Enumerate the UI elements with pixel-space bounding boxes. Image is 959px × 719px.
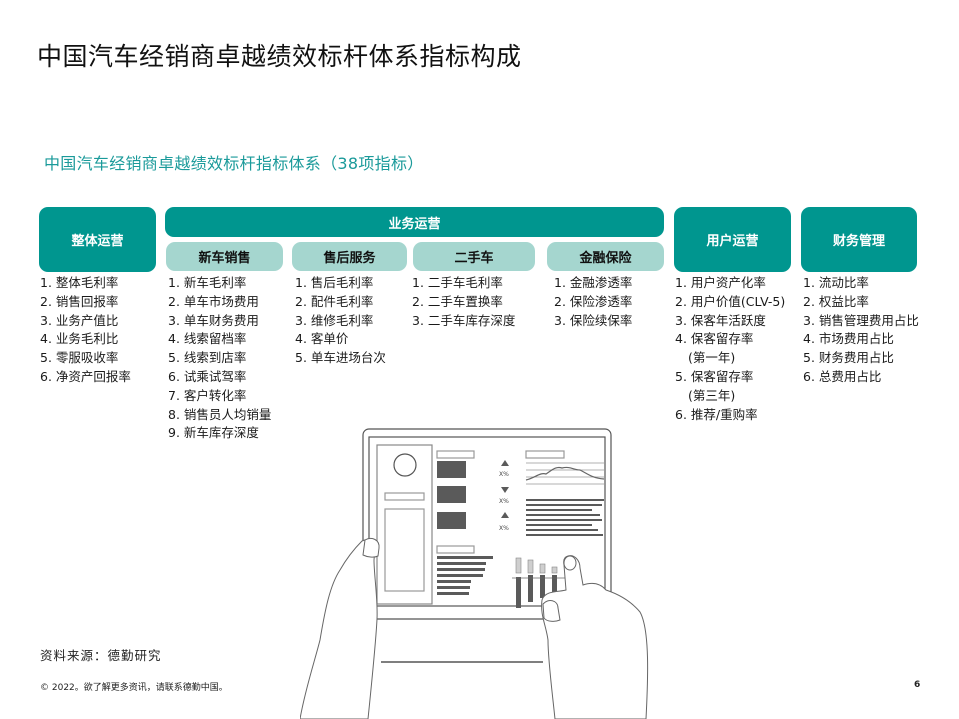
list-item: 7. 客户转化率 xyxy=(168,387,247,403)
category-business-operations: 业务运营 xyxy=(165,207,664,237)
list-item: 1. 用户资产化率 xyxy=(675,275,766,290)
list-item: 5. 财务费用占比 xyxy=(803,350,894,366)
after-sales-list: 1. 售后毛利率 2. 配件毛利率 3. 维修毛利率 4. 客单价 5. 单车进… xyxy=(295,274,386,368)
list-item: 4. 市场费用占比 xyxy=(803,331,894,347)
list-item: 2. 用户价值(CLV-5) xyxy=(675,293,786,309)
list-item: 6. 推荐/重购率 xyxy=(675,406,758,422)
list-item: 4. 保客留存率 xyxy=(675,331,754,347)
list-item: 4. 客单价 xyxy=(295,331,349,347)
new-car-sales-list: 1. 新车毛利率 2. 单车市场费用 3. 单车财务费用 4. 线索留档率 5.… xyxy=(168,274,271,443)
list-item: 3. 单车财务费用 xyxy=(168,312,259,328)
kpi-label: X% xyxy=(499,471,509,478)
list-item: 3. 二手车库存深度 xyxy=(412,312,516,328)
subcategory-finance-insurance: 金融保险 xyxy=(547,242,664,271)
kpi-label: X% xyxy=(499,525,509,532)
finance-insurance-list: 1. 金融渗透率 2. 保险渗透率 3. 保险续保率 xyxy=(554,274,632,330)
list-item: 1. 二手车毛利率 xyxy=(412,275,503,290)
page-title: 中国汽车经销商卓越绩效标杆体系指标构成 xyxy=(37,42,522,71)
list-item: 2. 单车市场费用 xyxy=(168,293,259,309)
used-car-list: 1. 二手车毛利率 2. 二手车置换率 3. 二手车库存深度 xyxy=(412,274,515,330)
list-item: 2. 权益比率 xyxy=(803,293,869,309)
subcategory-used-car: 二手车 xyxy=(413,242,535,271)
page-number: 6 xyxy=(914,680,921,690)
list-item: 5. 单车进场台次 xyxy=(295,350,386,366)
list-item: 4. 线索留档率 xyxy=(168,331,247,347)
list-item: 1. 新车毛利率 xyxy=(168,275,247,290)
list-item: 1. 售后毛利率 xyxy=(295,275,374,290)
list-item: 4. 业务毛利比 xyxy=(40,331,119,347)
tablet-dashboard-illustration: X% X% X% xyxy=(300,428,649,719)
section-subtitle: 中国汽车经销商卓越绩效标杆指标体系（38项指标） xyxy=(44,154,424,173)
financial-management-list: 1. 流动比率 2. 权益比率 3. 销售管理费用占比 4. 市场费用占比 5.… xyxy=(803,274,919,387)
category-overall-operations: 整体运营 xyxy=(39,207,156,272)
category-financial-management: 财务管理 xyxy=(801,207,917,272)
list-item: 6. 净资产回报率 xyxy=(40,368,131,384)
list-item: 8. 销售员人均销量 xyxy=(168,406,272,422)
user-operations-list: 1. 用户资产化率 2. 用户价值(CLV-5) 3. 保客年活跃度 4. 保客… xyxy=(675,274,785,424)
list-item: 1. 整体毛利率 xyxy=(40,275,119,290)
list-item: 2. 销售回报率 xyxy=(40,293,119,309)
list-item: 3. 业务产值比 xyxy=(40,312,119,328)
subcategory-after-sales-service: 售后服务 xyxy=(292,242,407,271)
list-item-continuation: (第三年) xyxy=(688,387,736,403)
category-user-operations: 用户运营 xyxy=(674,207,791,272)
copyright-note: © 2022。欲了解更多资讯，请联系德勤中国。 xyxy=(40,683,228,693)
list-item: 2. 保险渗透率 xyxy=(554,293,633,309)
list-item: 3. 维修毛利率 xyxy=(295,312,374,328)
list-item-continuation: (第一年) xyxy=(688,350,736,366)
list-item: 5. 保客留存率 xyxy=(675,368,754,384)
list-item: 1. 金融渗透率 xyxy=(554,275,633,290)
list-item: 5. 线索到店率 xyxy=(168,350,247,366)
list-item: 2. 配件毛利率 xyxy=(295,293,374,309)
list-item: 3. 销售管理费用占比 xyxy=(803,312,919,328)
list-item: 1. 流动比率 xyxy=(803,275,869,290)
list-item: 3. 保险续保率 xyxy=(554,312,633,328)
list-item: 3. 保客年活跃度 xyxy=(675,312,766,328)
kpi-label: X% xyxy=(499,498,509,505)
list-item: 6. 总费用占比 xyxy=(803,368,882,384)
list-item: 9. 新车库存深度 xyxy=(168,425,259,441)
subcategory-new-car-sales: 新车销售 xyxy=(166,242,283,271)
list-item: 2. 二手车置换率 xyxy=(412,293,503,309)
overall-operations-list: 1. 整体毛利率 2. 销售回报率 3. 业务产值比 4. 业务毛利比 5. 零… xyxy=(40,274,131,387)
list-item: 5. 零服吸收率 xyxy=(40,350,119,366)
list-item: 6. 试乘试驾率 xyxy=(168,368,247,384)
source-note: 资料来源：德勤研究 xyxy=(40,648,162,663)
